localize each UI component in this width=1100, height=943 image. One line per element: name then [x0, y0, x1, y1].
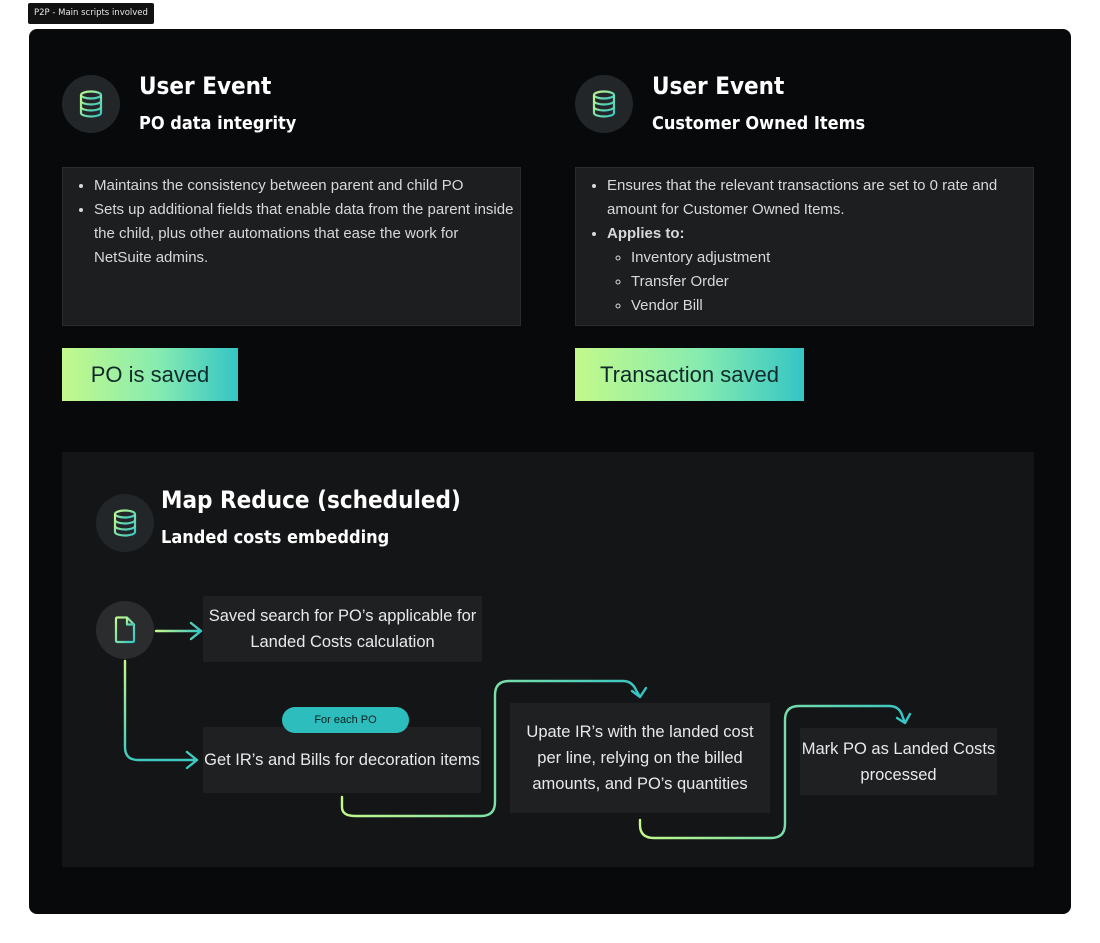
- frame-label: P2P - Main scripts involved: [28, 3, 154, 24]
- applies-to-label: Applies to:: [607, 225, 685, 242]
- step-saved-search: Saved search for PO’s applicable for Lan…: [203, 596, 482, 662]
- arrow-to-saved-search: [154, 621, 203, 641]
- trigger-transaction-saved: Transaction saved: [575, 348, 804, 401]
- ue-po-subtitle: PO data integrity: [139, 113, 297, 134]
- applies-to-item: Inventory adjustment: [631, 246, 1033, 270]
- database-icon: [575, 75, 633, 133]
- flow-connectors: [123, 621, 912, 840]
- applies-to-item: Vendor Bill: [631, 294, 1033, 318]
- loop-label-pill: For each PO: [282, 707, 409, 733]
- diagram-frame: User Event PO data integrity Maintains t…: [29, 29, 1071, 914]
- trigger-po-saved: PO is saved: [62, 348, 238, 401]
- step-update-irs: Upate IR’s with the landed cost per line…: [510, 703, 770, 813]
- arrow-to-get-irs: [123, 659, 199, 770]
- ue-coi-card: Ensures that the relevant transactions a…: [575, 167, 1034, 326]
- ue-po-card: Maintains the consistency between parent…: [62, 167, 521, 326]
- ue-coi-applies-to: Applies to: Inventory adjustment Transfe…: [607, 222, 1033, 318]
- ue-coi-subtitle: Customer Owned Items: [652, 113, 866, 134]
- database-icon: [96, 494, 154, 552]
- ue-coi-bullet: Ensures that the relevant transactions a…: [607, 174, 1033, 222]
- ue-po-title: User Event: [139, 72, 272, 100]
- map-reduce-subtitle: Landed costs embedding: [161, 527, 390, 548]
- arrow-to-update-irs: [340, 679, 648, 818]
- ue-coi-title: User Event: [652, 72, 785, 100]
- step-mark-po: Mark PO as Landed Costs processed: [800, 728, 997, 795]
- ue-po-bullet: Maintains the consistency between parent…: [94, 174, 520, 198]
- applies-to-item: Transfer Order: [631, 270, 1033, 294]
- step-get-irs: Get IR’s and Bills for decoration items: [203, 727, 481, 793]
- arrow-to-mark-po: [638, 704, 912, 840]
- database-icon: [62, 75, 120, 133]
- file-icon: [96, 601, 154, 659]
- map-reduce-title: Map Reduce (scheduled): [161, 486, 461, 514]
- ue-po-bullet: Sets up additional fields that enable da…: [94, 198, 520, 270]
